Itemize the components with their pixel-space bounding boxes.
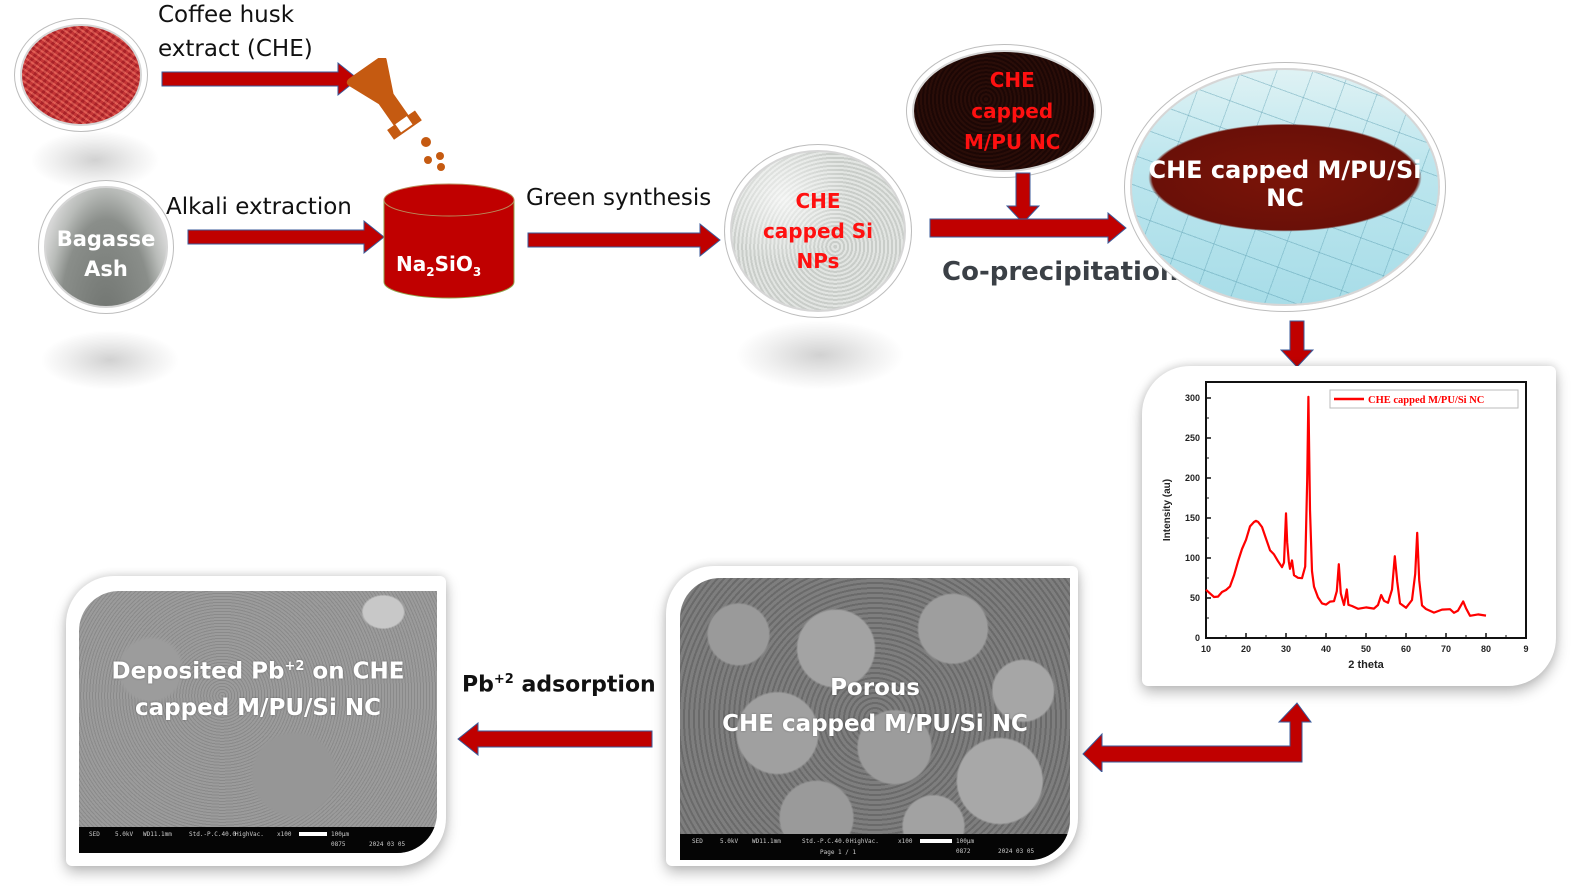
si-nps-label-line3: NPs bbox=[796, 249, 840, 273]
deposited-sem-label-line1: Deposited Pb+2 on CHE bbox=[79, 649, 437, 690]
co-precipitation-label: Co-precipitation bbox=[942, 257, 1179, 287]
sem-detector: SED bbox=[89, 831, 100, 838]
x-tick-label: 70 bbox=[1441, 644, 1451, 654]
label-part: on CHE bbox=[304, 658, 405, 685]
formula-subscript: 3 bbox=[472, 265, 482, 279]
sodium-silicate-label: Na2SiO3 bbox=[396, 252, 481, 279]
x-tick-label: 80 bbox=[1481, 644, 1491, 654]
pb-symbol: Pb bbox=[462, 672, 494, 698]
arrow-right-icon bbox=[161, 61, 359, 97]
x-tick-label: 60 bbox=[1401, 644, 1411, 654]
sem-scale: 100μm bbox=[956, 838, 975, 845]
bagasse-ash-label-line2: Ash bbox=[84, 257, 128, 281]
y-tick-label: 300 bbox=[1185, 393, 1200, 403]
y-tick-label: 200 bbox=[1185, 473, 1200, 483]
plot-frame bbox=[1205, 381, 1527, 639]
arrow-left-icon bbox=[457, 722, 653, 756]
pb-adsorption-label: Pb+2 adsorption bbox=[462, 672, 656, 697]
sem-magnification: x100 bbox=[898, 838, 913, 845]
arrow-down-icon bbox=[1006, 172, 1040, 224]
xrd-chart: 0 50 100 150 200 250 300 10 20 30 40 50 60 70 80 9 2 the… bbox=[1162, 381, 1529, 671]
sem-voltage: 5.0kV bbox=[115, 831, 134, 838]
sem-image-id: 0875 bbox=[331, 841, 346, 848]
sem-std: Std.-P.C.40.0 bbox=[802, 838, 849, 845]
x-tick-label: 30 bbox=[1281, 644, 1291, 654]
arrow-right-icon bbox=[187, 219, 385, 255]
shadow bbox=[40, 330, 180, 390]
y-tick-label: 150 bbox=[1185, 513, 1200, 523]
sem-date: 2024 03 05 bbox=[998, 848, 1035, 855]
y-tick-label: 100 bbox=[1185, 553, 1200, 563]
alkali-extraction-label: Alkali extraction bbox=[166, 194, 352, 220]
sem-detector: SED bbox=[692, 838, 703, 845]
sem-scale: 100μm bbox=[331, 831, 350, 838]
arrow-right-icon bbox=[527, 222, 721, 258]
m-pu-nc-label-line1: CHE bbox=[989, 67, 1035, 92]
formula-subscript: 2 bbox=[426, 265, 435, 279]
x-tick-label: 50 bbox=[1361, 644, 1371, 654]
m-pu-si-nc-label: CHE capped M/PU/Si NC bbox=[1148, 156, 1422, 212]
y-axis-label: Intensity (au) bbox=[1162, 479, 1173, 541]
deposited-sem-image: Deposited Pb+2 on CHE capped M/PU/Si NC … bbox=[79, 591, 437, 853]
sem-vacuum: HighVac. bbox=[850, 838, 879, 845]
arrow-corner-icon bbox=[1082, 702, 1312, 772]
pb-charge: +2 bbox=[284, 659, 305, 674]
sem-page: Page 1 / 1 bbox=[820, 849, 857, 856]
coffee-husk-label-line2: extract (CHE) bbox=[158, 36, 313, 62]
x-tick-label: 40 bbox=[1321, 644, 1331, 654]
y-tick-label: 250 bbox=[1185, 433, 1200, 443]
sem-std: Std.-P.C.40.0 bbox=[189, 831, 236, 838]
y-tick-label: 50 bbox=[1190, 593, 1200, 603]
formula-part: SiO bbox=[434, 252, 473, 276]
sem-working-distance: WD11.1mm bbox=[752, 838, 781, 845]
bagasse-ash-label-line1: Bagasse bbox=[56, 227, 156, 251]
coffee-husk-image bbox=[20, 24, 142, 126]
coffee-husk-label-line1: Coffee husk bbox=[158, 2, 295, 28]
scale-bar bbox=[920, 839, 952, 843]
si-nps-image: CHE capped Si NPs bbox=[730, 150, 906, 312]
legend-label: CHE capped M/PU/Si NC bbox=[1368, 395, 1484, 406]
x-tick-label: 10 bbox=[1201, 644, 1211, 654]
sodium-silicate-cylinder-icon bbox=[383, 183, 515, 299]
arrow-right-icon bbox=[929, 212, 1127, 244]
scale-bar bbox=[299, 832, 327, 836]
label-part: Deposited Pb bbox=[111, 658, 285, 685]
pb-charge: +2 bbox=[493, 672, 514, 687]
series-line bbox=[1205, 395, 1487, 617]
m-pu-nc-label-line2: capped bbox=[971, 98, 1054, 123]
shaker-flask-icon bbox=[346, 58, 445, 171]
legend-box bbox=[1329, 389, 1519, 409]
porous-sem-label-line2: CHE capped M/PU/Si NC bbox=[722, 711, 1028, 737]
arrow-down-icon bbox=[1280, 320, 1314, 368]
bagasse-ash-image: Bagasse Ash bbox=[44, 186, 168, 308]
shadow bbox=[30, 130, 160, 190]
formula-part: Na bbox=[396, 252, 427, 276]
sem-info-bar: SED 5.0kV WD11.1mm Std.-P.C.40.0 HighVac… bbox=[79, 827, 437, 853]
sem-voltage: 5.0kV bbox=[720, 838, 739, 845]
sem-vacuum: HighVac. bbox=[235, 831, 264, 838]
x-axis-label: 2 theta bbox=[1348, 659, 1384, 671]
sem-date: 2024 03 05 bbox=[369, 841, 406, 848]
sem-info-bar: SED 5.0kV WD11.1mm Std.-P.C.40.0 HighVac… bbox=[680, 834, 1070, 860]
green-synthesis-label: Green synthesis bbox=[526, 185, 712, 211]
sem-magnification: x100 bbox=[277, 831, 292, 838]
m-pu-si-nc-image: CHE capped M/PU/Si NC bbox=[1130, 68, 1440, 306]
coffee-husk-label: Coffee husk extract (CHE) bbox=[158, 0, 313, 66]
x-tick-label: 9 bbox=[1523, 644, 1528, 654]
porous-sem-image: Porous CHE capped M/PU/Si NC SED 5.0kV W… bbox=[680, 578, 1070, 860]
m-pu-nc-label-line3: M/PU NC bbox=[964, 129, 1061, 154]
x-tick-label: 20 bbox=[1241, 644, 1251, 654]
si-nps-label-line2: capped Si bbox=[762, 219, 874, 243]
sem-working-distance: WD11.1mm bbox=[143, 831, 172, 838]
deposited-sem-label-line2: capped M/PU/Si NC bbox=[135, 694, 381, 721]
porous-sem-label-line1: Porous bbox=[830, 675, 920, 701]
adsorption-text: adsorption bbox=[513, 672, 656, 698]
m-pu-nc-image: CHE capped M/PU NC bbox=[912, 50, 1096, 172]
sem-image-id: 0872 bbox=[956, 848, 971, 855]
si-nps-label-line1: CHE bbox=[795, 189, 841, 213]
shadow bbox=[735, 320, 905, 390]
y-tick-label: 0 bbox=[1195, 633, 1200, 643]
